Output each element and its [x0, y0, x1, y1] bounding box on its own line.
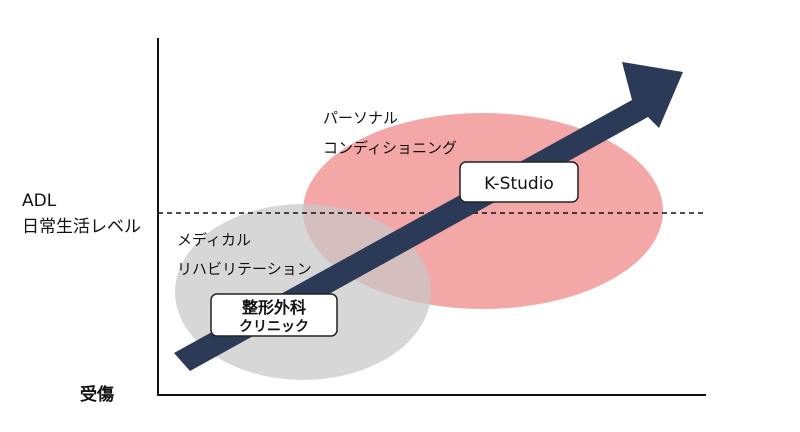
clinic-box — [210, 293, 338, 337]
clinic-label-line1: 整形外科 — [241, 298, 306, 317]
studio-box — [459, 161, 579, 203]
personal-label-line1: パーソナル — [323, 109, 398, 127]
clinic-label-line2: クリニック — [239, 319, 309, 335]
studio-label: K-Studio — [484, 174, 554, 194]
personal-label-line2: コンディショニング — [323, 139, 457, 157]
daily-life-level-label: 日常生活レベル — [22, 217, 141, 237]
medical-label-line1: メディカル — [177, 231, 251, 249]
injury-label: 受傷 — [80, 384, 114, 405]
adl-label: ADL — [22, 191, 57, 211]
medical-label-line2: リハビリテーション — [177, 260, 312, 278]
